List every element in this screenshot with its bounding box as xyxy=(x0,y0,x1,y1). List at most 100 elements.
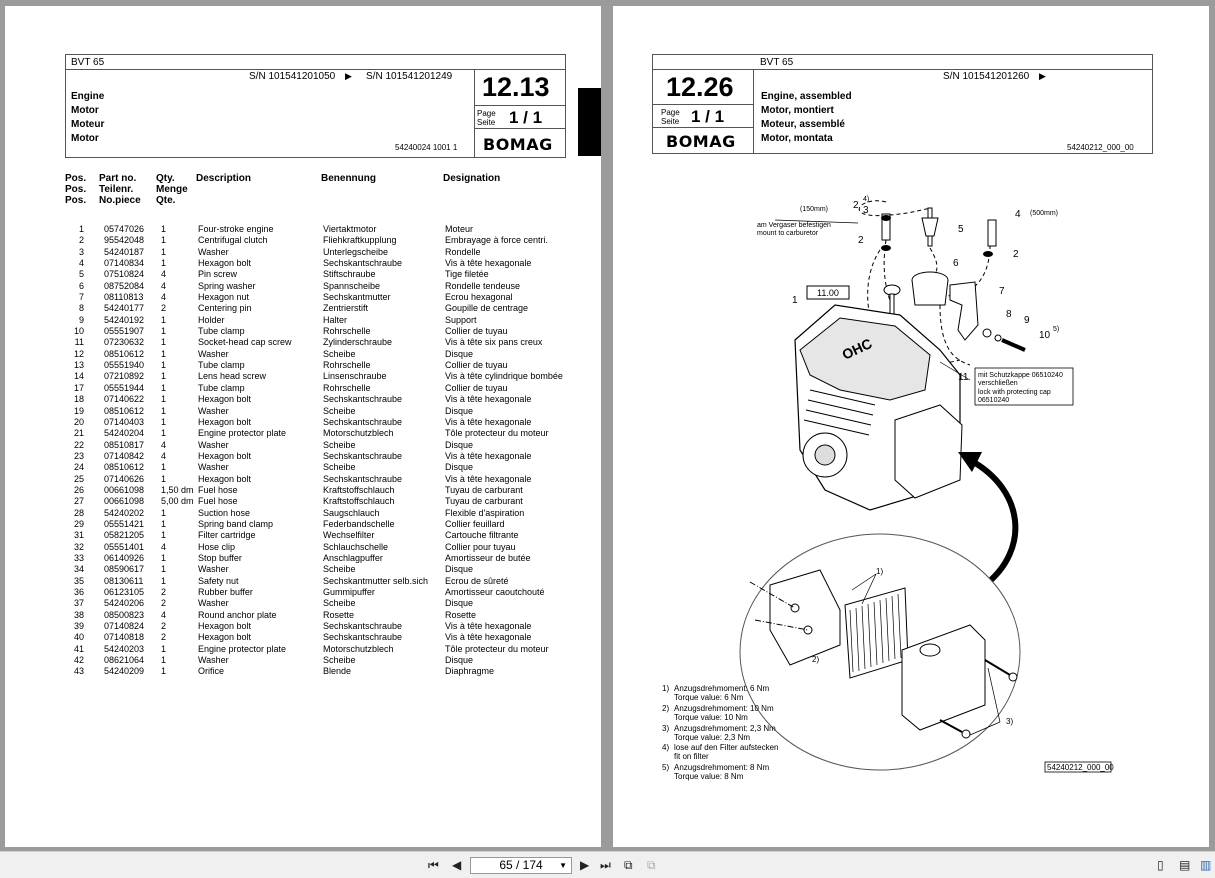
cell-desc: Hexagon bolt xyxy=(198,394,252,405)
left-page-label-de: Seite xyxy=(477,118,496,127)
cell-des: Rosette xyxy=(445,609,477,620)
single-page-view-icon[interactable]: ▯ xyxy=(1157,858,1164,872)
cell-desc: Spring band clamp xyxy=(198,518,274,529)
callout-4: 4 xyxy=(1015,209,1021,220)
cell-des: Vis à tête hexagonale xyxy=(445,450,532,461)
cell-pos: 28 xyxy=(73,507,84,518)
cell-qty: 1 xyxy=(161,382,167,393)
cell-ben: Gummipuffer xyxy=(323,587,375,597)
cell-part: 05551907 xyxy=(104,326,145,337)
cell-qty: 1 xyxy=(161,643,167,654)
last-page-icon[interactable]: ⏭ xyxy=(600,858,611,872)
footnote-number: 3) xyxy=(662,724,670,733)
cell-desc: Tube clamp xyxy=(198,326,245,337)
cell-desc: Four-stroke engine xyxy=(198,224,274,234)
left-title-3: Moteur xyxy=(71,119,105,130)
fit-width-icon[interactable]: ⧉ xyxy=(647,858,656,872)
cell-des: Vis à tête hexagonale xyxy=(445,473,532,484)
cell-des: Collier pour tuyau xyxy=(445,541,516,552)
cell-pos: 41 xyxy=(73,643,84,654)
left-model: BVT 65 xyxy=(71,57,105,68)
cell-ben: Zentrierstift xyxy=(323,303,369,314)
cell-part: 07140818 xyxy=(104,632,145,643)
cell-pos: 13 xyxy=(73,360,84,371)
footnote-ref-1: 1) xyxy=(876,567,883,576)
cell-ben: Sechskantmutter selb.sich xyxy=(323,575,429,586)
cell-des: Vis à tête hexagonale xyxy=(445,258,532,269)
cell-ben: Kraftstoffschlauch xyxy=(323,484,395,495)
two-page-view-icon[interactable]: ▥ xyxy=(1200,858,1212,872)
right-sn-arrow: ▶ xyxy=(1039,71,1046,81)
cell-desc: Engine protector plate xyxy=(198,643,287,654)
cell-ben: Anschlagpuffer xyxy=(323,552,383,563)
cell-ben: Halter xyxy=(323,314,348,325)
cell-pos: 20 xyxy=(73,416,84,427)
cell-des: Amortisseur caoutchouté xyxy=(445,587,545,597)
cell-qty: 1 xyxy=(161,314,167,325)
left-title-4: Motor xyxy=(71,133,99,144)
cell-ben: Sechskantschraube xyxy=(323,258,403,269)
cell-ben: Scheibe xyxy=(323,564,356,575)
length-150: (150mm) xyxy=(800,206,828,213)
previous-page-icon[interactable]: ◀ xyxy=(452,858,462,872)
cell-part: 54240209 xyxy=(104,666,145,677)
cell-desc: Rubber buffer xyxy=(198,587,253,597)
left-sn-to: S/N 101541201249 xyxy=(366,71,453,82)
cell-part: 08621064 xyxy=(104,655,145,666)
cell-desc: Centering pin xyxy=(198,303,252,314)
cell-qty: 1 xyxy=(161,348,167,359)
continuous-view-icon[interactable]: ▤ xyxy=(1179,858,1191,872)
callout-2c: 2 xyxy=(1013,249,1019,260)
cell-pos: 43 xyxy=(73,666,84,677)
cell-part: 54240206 xyxy=(104,598,145,609)
cell-qty: 2 xyxy=(161,632,167,643)
cell-desc: Washer xyxy=(198,564,229,575)
cell-qty: 1 xyxy=(161,530,167,541)
length-500: (500mm) xyxy=(1030,210,1058,217)
cell-des: Disque xyxy=(445,598,474,609)
cell-part: 07140824 xyxy=(104,621,145,632)
cell-part: 05747026 xyxy=(104,224,145,234)
cell-ben: Scheibe xyxy=(323,598,356,609)
cell-part: 05551401 xyxy=(104,541,145,552)
drawing-number: 54240212_000_00 xyxy=(1047,763,1114,772)
callout-10: 10 xyxy=(1039,330,1051,341)
cell-qty: 2 xyxy=(161,303,167,314)
cell-des: Tuyau de carburant xyxy=(445,484,523,495)
cell-des: Vis à tête cylindrique bombée xyxy=(445,371,563,382)
cell-qty: 1 xyxy=(161,371,167,382)
chevron-down-icon[interactable]: ▼ xyxy=(559,861,567,870)
callout-9: 9 xyxy=(1024,315,1030,326)
next-page-icon[interactable]: ▶ xyxy=(580,858,590,872)
cell-pos: 8 xyxy=(78,303,84,314)
cell-ben: Unterlegscheibe xyxy=(323,246,389,257)
cell-part: 54240192 xyxy=(104,314,145,325)
cell-desc: Hexagon bolt xyxy=(198,258,252,269)
cell-part: 06123105 xyxy=(104,587,145,597)
cell-pos: 10 xyxy=(73,326,84,337)
cell-ben: Scheibe xyxy=(323,655,356,666)
cell-des: Vis à tête hexagonale xyxy=(445,621,532,632)
left-page-of: 1 / 1 xyxy=(509,108,543,127)
cell-des: Goupille de centrage xyxy=(445,303,529,314)
footnote-line-en: Torque value: 6 Nm xyxy=(674,693,744,702)
col-header-benennung: Benennung xyxy=(321,173,376,184)
cell-part: 08510612 xyxy=(104,348,145,359)
footnote-line-de: Anzugsdrehmoment: 2,3 Nm xyxy=(674,724,776,733)
cell-des: Ecrou de sûreté xyxy=(445,575,509,586)
cell-pos: 2 xyxy=(78,235,84,246)
cell-qty: 2 xyxy=(161,587,167,597)
cell-qty: 4 xyxy=(161,269,167,280)
cell-desc: Spring washer xyxy=(198,280,256,291)
cell-des: Collier de tuyau xyxy=(445,360,508,371)
cell-des: Diaphragme xyxy=(445,666,495,677)
page-number-field[interactable]: 65 / 174 ▼ xyxy=(470,857,572,874)
col-header-designation: Designation xyxy=(443,173,501,184)
fit-page-icon[interactable]: ⧉ xyxy=(624,858,633,872)
cell-ben: Scheibe xyxy=(323,439,356,450)
first-page-icon[interactable]: ⏮ xyxy=(428,858,439,872)
cell-part: 05551944 xyxy=(104,382,145,393)
callout-5: 5 xyxy=(958,224,964,235)
cell-part: 08130611 xyxy=(104,575,144,586)
cell-part: 08752084 xyxy=(104,280,145,291)
